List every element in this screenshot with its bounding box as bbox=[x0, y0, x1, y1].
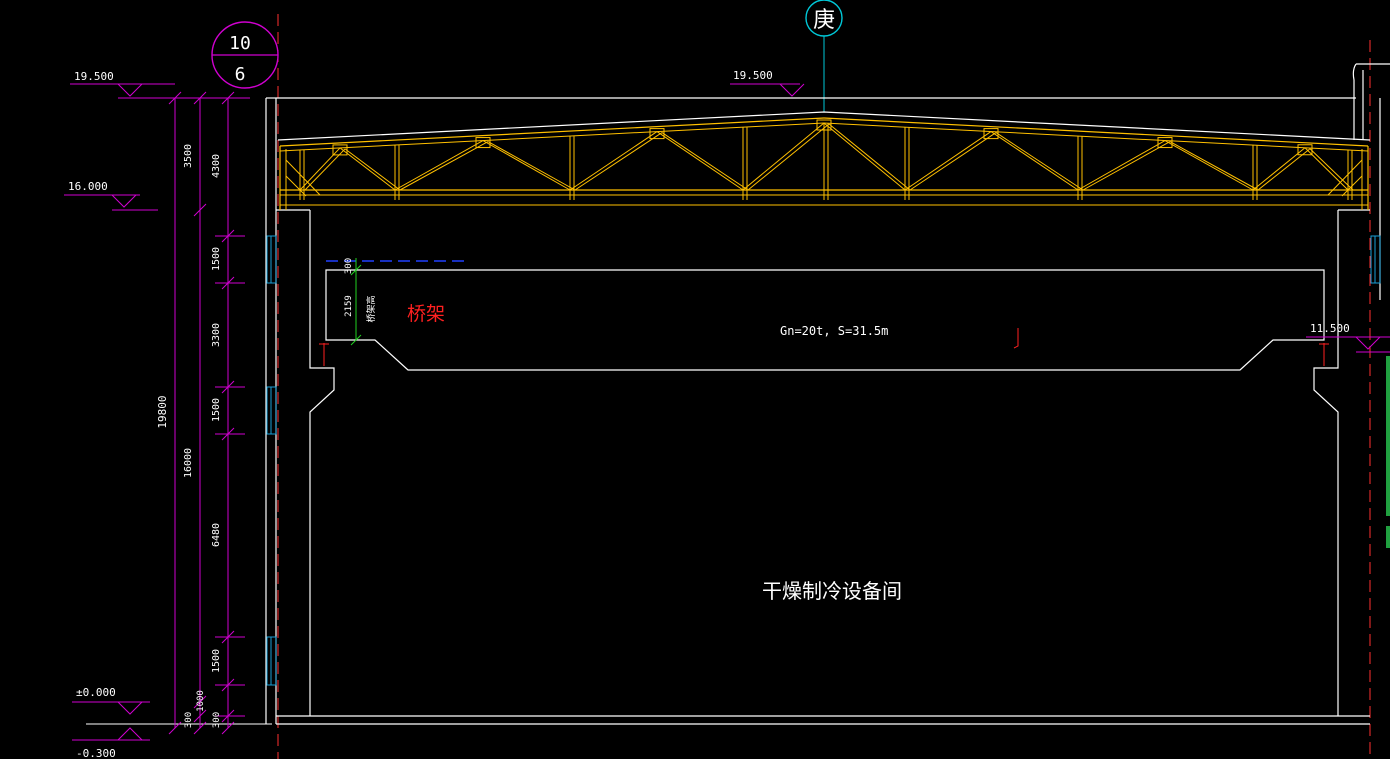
crane-label: 桥架 bbox=[407, 303, 445, 325]
crane-height-dimension bbox=[350, 258, 362, 346]
truss-gusset bbox=[332, 144, 348, 156]
axis-label: 庚 bbox=[813, 8, 835, 33]
dim-base-b: 1000 bbox=[196, 690, 206, 712]
green-strip-right bbox=[1386, 356, 1390, 516]
dim-base-a: 300 bbox=[184, 712, 194, 728]
level-marker-top-left[interactable]: 19.500 bbox=[70, 70, 250, 99]
crane-dim-note: 桥架高 bbox=[365, 295, 377, 322]
truss-member bbox=[909, 132, 997, 191]
floor bbox=[276, 715, 1370, 725]
truss-member bbox=[1341, 175, 1363, 197]
detail-ref-top: 10 bbox=[229, 33, 251, 54]
crane-spec: Gn=20t, S=31.5m bbox=[780, 324, 888, 338]
truss-member bbox=[1252, 147, 1306, 191]
truss-gusset bbox=[1157, 137, 1173, 149]
windows-left bbox=[266, 235, 277, 686]
truss-member bbox=[990, 131, 1079, 191]
truss-gusset bbox=[983, 128, 999, 140]
level-text: 16.000 bbox=[68, 180, 108, 193]
truss-member bbox=[828, 123, 911, 191]
truss-member bbox=[304, 148, 346, 191]
level-marker-ground[interactable]: ±0.000 bbox=[72, 686, 272, 725]
inner-dim-labels: 4300 1500 3300 1500 6480 1500 300 bbox=[211, 154, 222, 728]
truss-member bbox=[279, 122, 825, 152]
truss-member bbox=[1309, 148, 1354, 191]
level-text: -0.300 bbox=[76, 747, 116, 759]
dim-total: 19800 bbox=[156, 395, 169, 428]
truss-gusset bbox=[1297, 144, 1313, 156]
truss-member bbox=[1169, 141, 1259, 191]
dim-inner-segment: 6480 bbox=[211, 523, 222, 547]
truss-member bbox=[1257, 148, 1311, 191]
level-marker-mid-left[interactable]: 16.000 bbox=[64, 180, 158, 211]
windows-right bbox=[1370, 235, 1381, 284]
truss-member bbox=[1077, 140, 1166, 191]
level-text: 11.500 bbox=[1310, 322, 1350, 335]
green-strip-right-2 bbox=[1386, 526, 1390, 548]
level-text: ±0.000 bbox=[76, 686, 116, 699]
axis-bubble[interactable]: 庚 bbox=[805, 0, 843, 112]
dimension-chain-middle bbox=[193, 91, 207, 735]
truss-member bbox=[569, 131, 658, 191]
truss-member bbox=[299, 147, 341, 191]
dim-inner-segment: 1500 bbox=[211, 649, 222, 673]
dim-inner-segment: 3300 bbox=[211, 323, 222, 347]
level-text: 19.500 bbox=[733, 69, 773, 82]
roof[interactable] bbox=[276, 97, 1371, 141]
dim-inner-segment: 4300 bbox=[211, 154, 222, 178]
detail-reference[interactable]: 10 6 bbox=[211, 21, 279, 89]
crane-bridge[interactable] bbox=[325, 269, 1325, 371]
truss-member bbox=[482, 140, 571, 191]
level-marker-below-ground[interactable]: -0.300 bbox=[72, 727, 150, 759]
dim-main: 16000 bbox=[183, 448, 194, 478]
crane-dim-height: 2159 bbox=[344, 295, 354, 317]
level-text: 19.500 bbox=[74, 70, 114, 83]
truss-member bbox=[1082, 141, 1171, 191]
truss-member bbox=[904, 131, 992, 191]
truss-member bbox=[285, 175, 307, 197]
truss-member bbox=[399, 141, 489, 191]
truss-member bbox=[823, 122, 1369, 152]
level-marker-roof[interactable]: 19.500 bbox=[730, 69, 805, 97]
dim-inner-segment: 1500 bbox=[211, 398, 222, 422]
truss-member bbox=[656, 131, 744, 191]
truss-member bbox=[1164, 140, 1254, 191]
truss-gusset bbox=[649, 128, 665, 140]
truss-member bbox=[487, 141, 576, 191]
truss-member bbox=[574, 132, 663, 191]
dimension-chain-inner bbox=[215, 91, 245, 735]
dim-upper: 3500 bbox=[183, 144, 194, 168]
truss-member bbox=[995, 132, 1084, 191]
truss-member bbox=[661, 132, 749, 191]
crane-dim-top: 300 bbox=[344, 258, 354, 274]
crane-rail-marks bbox=[319, 328, 1329, 366]
truss-member bbox=[1327, 159, 1363, 196]
room-name: 干燥制冷设备间 bbox=[762, 579, 902, 603]
detail-ref-bottom: 6 bbox=[235, 64, 246, 85]
truss-gusset bbox=[816, 119, 832, 131]
level-marker-crane-right[interactable]: 11.500 bbox=[1306, 322, 1390, 353]
truss-member bbox=[823, 117, 1369, 147]
truss-member bbox=[279, 117, 825, 147]
truss-member bbox=[344, 148, 401, 191]
truss-gusset bbox=[475, 137, 491, 149]
truss-member bbox=[285, 159, 321, 196]
truss-member bbox=[742, 122, 825, 191]
truss-member bbox=[394, 140, 484, 191]
truss-member bbox=[339, 147, 396, 191]
dimension-chain-outer bbox=[168, 91, 182, 735]
dim-inner-segment: 1500 bbox=[211, 247, 222, 271]
truss-member bbox=[1304, 147, 1349, 191]
truss-member bbox=[823, 122, 906, 191]
truss-member bbox=[747, 123, 830, 191]
dim-inner-segment: 300 bbox=[212, 712, 222, 728]
roof-truss[interactable] bbox=[279, 117, 1369, 210]
